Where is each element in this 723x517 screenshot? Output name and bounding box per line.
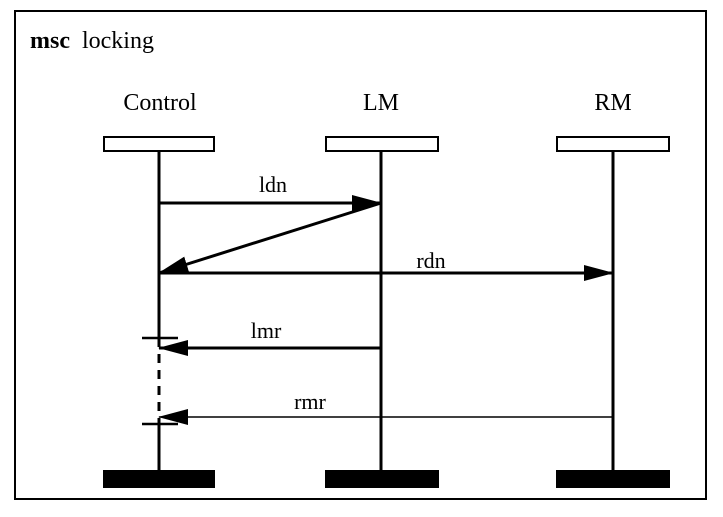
instance-label-lm: LM — [363, 90, 399, 116]
message-label-rmr: rmr — [294, 389, 326, 414]
instance-end-rm — [556, 470, 670, 488]
msc-name: locking — [81, 28, 154, 54]
message-return-arrow — [158, 201, 382, 275]
message-label-rdn: rdn — [416, 248, 446, 273]
msc-keyword: msc — [30, 28, 70, 54]
instance-label-rm: RM — [594, 90, 632, 116]
message-label-ldn: ldn — [258, 172, 288, 197]
instance-head-control — [103, 136, 215, 152]
instance-end-control — [103, 470, 215, 488]
instance-end-lm — [325, 470, 439, 488]
msc-frame — [14, 10, 707, 500]
instance-label-control: Control — [123, 90, 197, 116]
instance-head-lm — [325, 136, 439, 152]
diagram-title: msc locking — [30, 28, 154, 55]
message-label-lmr: lmr — [250, 318, 282, 343]
instance-head-rm — [556, 136, 670, 152]
